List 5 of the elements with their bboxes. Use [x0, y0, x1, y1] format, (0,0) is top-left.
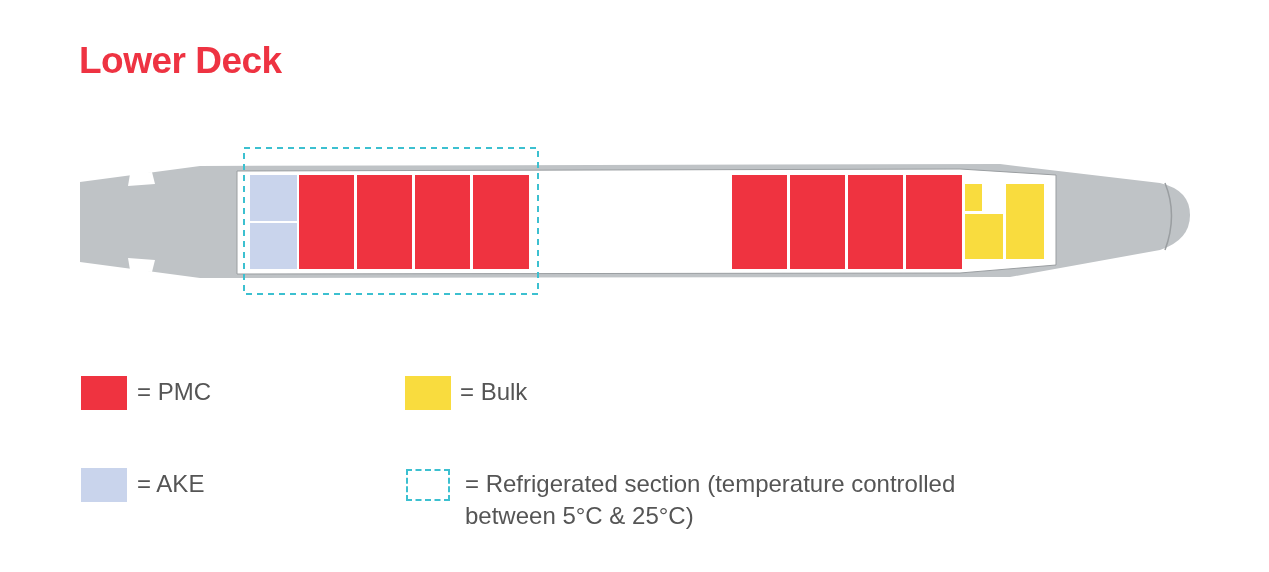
legend-label: = Refrigerated section (temperature controlled between 5°C & 25°C) [465, 469, 957, 531]
legend-label: = AKE [137, 469, 205, 499]
title: Lower Deck [79, 40, 282, 82]
legend-label: = PMC [137, 377, 211, 407]
legend-label: = Bulk [460, 377, 528, 407]
